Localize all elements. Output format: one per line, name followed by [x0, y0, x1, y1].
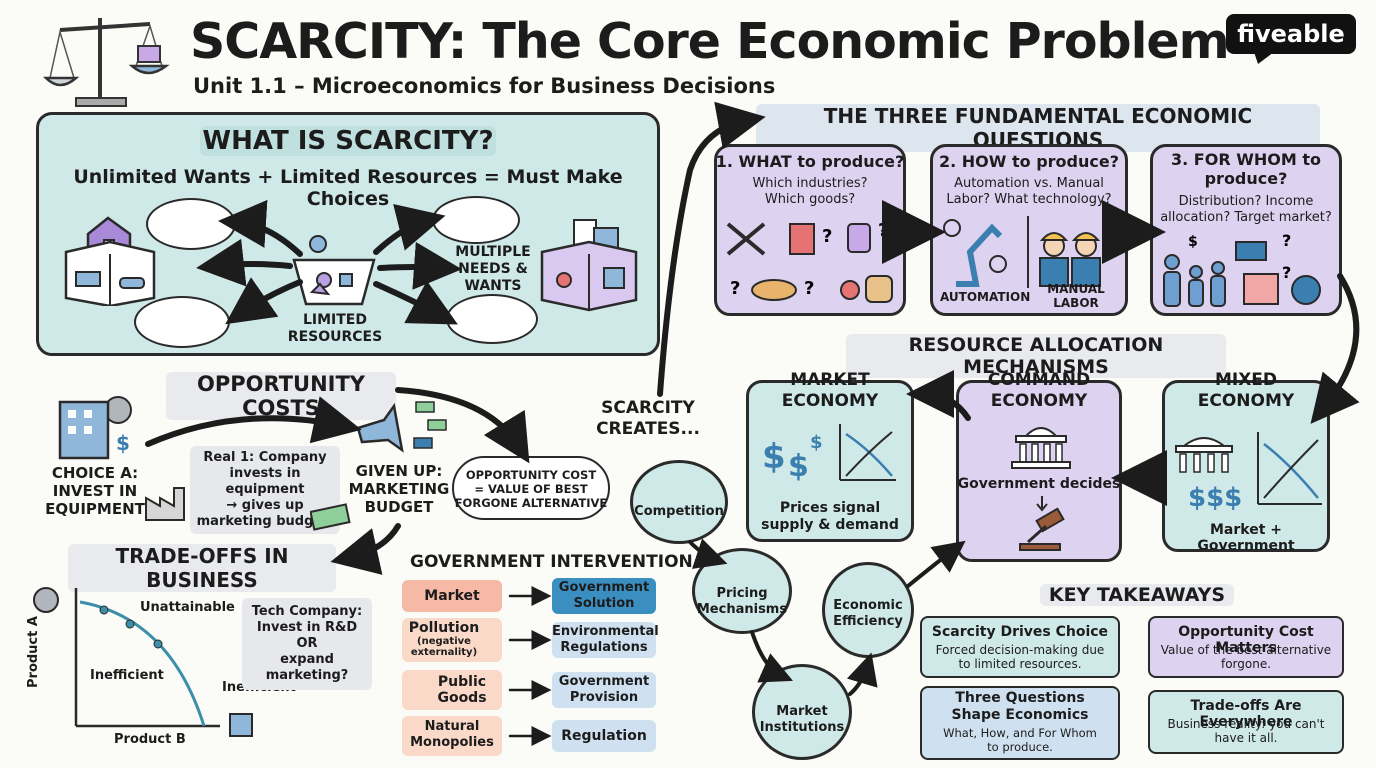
- logo-tail-icon: [1254, 52, 1274, 64]
- megaphone-icon: [354, 398, 450, 468]
- mixed-economy-title: MIXED ECONOMY: [1197, 370, 1295, 411]
- page-subtitle: Unit 1.1 – Microeconomics for Business D…: [193, 74, 776, 98]
- takeaway-card-3: [1148, 690, 1344, 754]
- gov-problem-3: Natural Monopolies: [402, 716, 502, 756]
- market-economy-title: MARKET ECONOMY: [781, 370, 879, 411]
- institutions-label: Market Institutions: [759, 704, 845, 735]
- opportunity-cost-definition: OPPORTUNITY COST = VALUE OF BEST FORGONE…: [452, 456, 610, 520]
- gov-problem-1-box: [402, 618, 502, 662]
- distribution-icons: $ ? ?: [1160, 231, 1336, 310]
- svg-text:?: ?: [1282, 263, 1291, 282]
- wants-box-right-icon: [534, 212, 644, 312]
- gov-solution-0: Government Solution: [552, 578, 656, 614]
- inefficient-left-label: Inefficient: [90, 668, 164, 683]
- what-is-title: WHAT IS SCARCITY?: [200, 126, 496, 156]
- office-building-icon: $: [54, 390, 144, 460]
- gov-problem-1: Pollution: [408, 620, 480, 636]
- takeaways-title: KEY TAKEAWAYS: [1040, 584, 1234, 606]
- competition-label: Competition: [634, 504, 724, 519]
- choice-a-label: CHOICE A: INVEST IN EQUIPMENT: [45, 464, 145, 518]
- y-axis-label: Product A: [26, 616, 41, 688]
- takeaway-title-2: Three Questions Shape Economics: [951, 690, 1089, 723]
- scales-icon: [40, 8, 170, 108]
- gov-solution-1: Environmental Regulations: [552, 622, 659, 658]
- svg-text:$: $: [116, 431, 130, 455]
- gov-problem-2: Public Goods: [402, 670, 502, 710]
- question-whom-sub: Distribution? Income allocation? Target …: [1160, 194, 1332, 225]
- government-title: GOVERNMENT INTERVENTION: [410, 552, 693, 572]
- svg-text:?: ?: [1282, 232, 1291, 250]
- goods-icons: ? ? ? ?: [724, 214, 900, 310]
- wants-box-left-icon: [60, 206, 160, 308]
- factory-icon: [144, 478, 204, 522]
- command-economy-caption: Government decides: [957, 476, 1121, 492]
- efficiency-label: Economic Efficiency: [833, 598, 903, 629]
- svg-text:$: $: [810, 432, 823, 453]
- unattainable-label: Unattainable: [140, 600, 235, 615]
- automation-labor-icons: [940, 212, 1120, 288]
- takeaway-title-3: Trade-offs Are Everywhere: [1190, 698, 1302, 730]
- efficiency-node[interactable]: [822, 562, 914, 658]
- market-chart-icon: $ $ $: [760, 420, 900, 484]
- svg-text:?: ?: [730, 278, 740, 299]
- takeaway-card-2: [920, 686, 1120, 760]
- thought-cloud: [446, 294, 538, 344]
- svg-text:?: ?: [804, 278, 814, 299]
- svg-text:$: $: [762, 437, 786, 477]
- mixed-economy-card[interactable]: [1162, 380, 1330, 552]
- cash-icon: [309, 502, 354, 532]
- mixed-economy-caption: Market + Government: [1197, 522, 1295, 554]
- svg-text:$: $: [788, 449, 809, 484]
- svg-text:$$$: $$$: [1188, 483, 1242, 513]
- market-economy-caption: Prices signal supply & demand: [761, 500, 899, 533]
- gov-solution-3: Regulation: [552, 720, 656, 752]
- automation-label: AUTOMATION: [940, 290, 1031, 304]
- thought-cloud: [134, 296, 230, 348]
- gov-problem-0: Market Failure: [402, 580, 502, 636]
- market-economy-card[interactable]: [746, 380, 914, 542]
- gavel-icon: [1012, 494, 1072, 554]
- question-what-title: 1. WHAT to produce?: [715, 152, 905, 171]
- question-what-sub: Which industries? Which goods?: [752, 176, 868, 207]
- manual-labor-label: MANUAL LABOR: [1047, 282, 1105, 310]
- capitol-gavel-icon: [1006, 418, 1076, 470]
- competition-node[interactable]: [630, 460, 728, 544]
- question-whom-title: 3. FOR WHOM to produce?: [1171, 150, 1321, 188]
- x-axis-label: Product B: [114, 732, 186, 747]
- page-title: SCARCITY: The Core Economic Problem: [190, 13, 1230, 70]
- limited-resources-label: LIMITED RESOURCES: [287, 312, 383, 345]
- svg-text:$: $: [1188, 234, 1198, 250]
- takeaway-title-1: Opportunity Cost Matters: [1178, 624, 1314, 656]
- command-economy-title: COMMAND ECONOMY: [987, 370, 1091, 411]
- takeaway-body-0: Forced decision-making due to limited re…: [935, 643, 1105, 671]
- svg-text:?: ?: [878, 220, 888, 241]
- scarcity-equation: Unlimited Wants + Limited Resources = Mu…: [73, 166, 623, 210]
- takeaway-card-0: [920, 616, 1120, 678]
- tech-company-note: Tech Company: Invest in R&D OR expand ma…: [242, 598, 372, 690]
- takeaway-title-0: Scarcity Drives Choice: [931, 624, 1109, 640]
- takeaway-card-1: [1148, 616, 1344, 678]
- fiveable-logo[interactable]: fiveable: [1226, 14, 1356, 54]
- takeaway-body-2: What, How, and For Whom to produce.: [943, 726, 1097, 754]
- needs-wants-label: MULTIPLE NEEDS & WANTS: [455, 244, 531, 294]
- thought-cloud: [432, 196, 520, 244]
- tradeoffs-title: TRADE-OFFS IN BUSINESS: [68, 544, 336, 592]
- ppf-chart: [20, 578, 260, 756]
- question-how-title: 2. HOW to produce?: [939, 152, 1119, 171]
- resources-bowl-icon: [290, 232, 378, 306]
- given-up-label: GIVEN UP: MARKETING BUDGET: [348, 462, 450, 516]
- question-how-sub: Automation vs. Manual Labor? What techno…: [946, 176, 1112, 207]
- takeaway-body-3: Business reality: you can't have it all.: [1167, 717, 1325, 745]
- pricing-label: Pricing Mechanisms: [696, 586, 788, 617]
- takeaway-body-1: Value of the best alternative forgone.: [1160, 643, 1332, 671]
- gov-solution-2: Government Provision: [552, 672, 656, 708]
- mixed-chart-icon: $$$: [1170, 424, 1326, 514]
- gov-problem-1-sub: (negative externality): [410, 636, 478, 658]
- svg-text:?: ?: [822, 226, 832, 247]
- scarcity-creates-label: SCARCITY CREATES...: [596, 398, 700, 439]
